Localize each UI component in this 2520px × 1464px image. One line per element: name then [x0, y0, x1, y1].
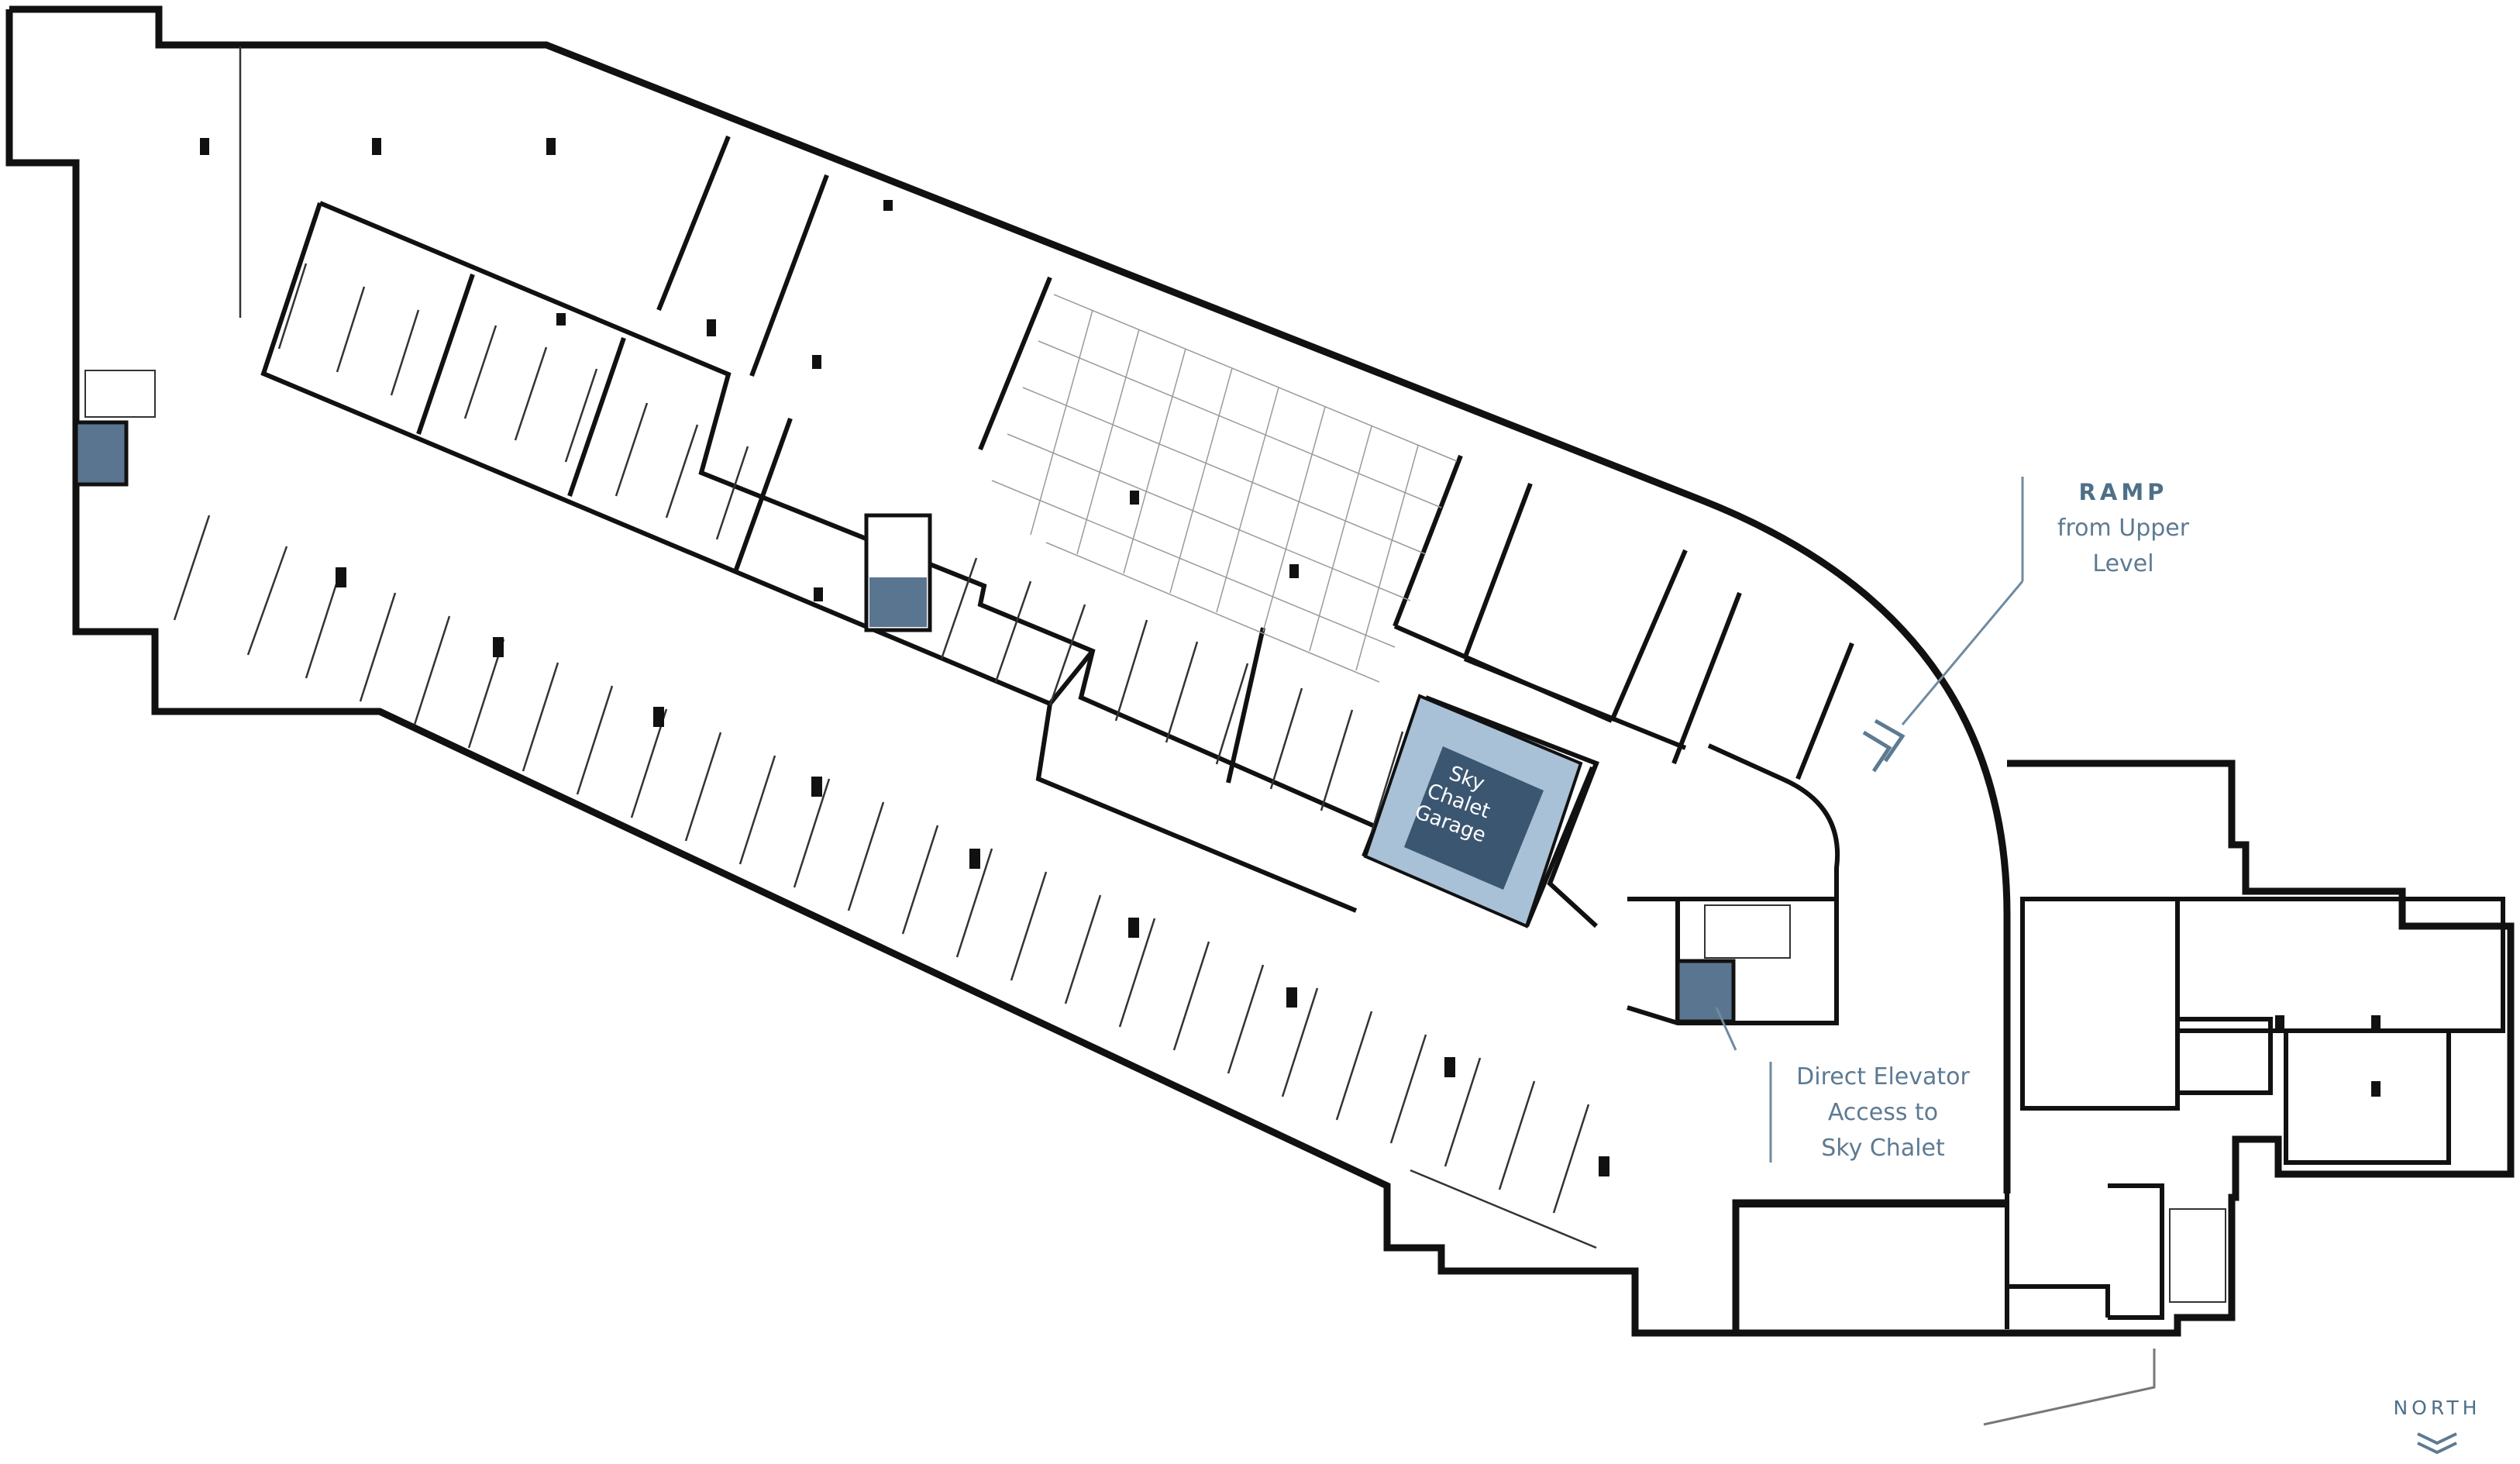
- bay-divider-4: [1393, 454, 1463, 628]
- east-lobby-wall: [1547, 762, 1599, 928]
- central-elevator: [869, 577, 927, 627]
- garage-inner: [1404, 746, 1544, 890]
- storage-locker-grid: [991, 294, 1458, 683]
- east-room-a: [2020, 897, 2180, 1111]
- elevator-lobby-wall: [1627, 897, 1839, 1025]
- interior-walls: [260, 135, 2505, 1329]
- structural-columns: [200, 138, 2381, 1176]
- north-wall: [9, 5, 2011, 1194]
- storage-divider-1: [416, 274, 475, 435]
- elevator-label-line2: Access to: [1827, 1099, 1939, 1126]
- west-storage-lower-wall: [260, 202, 1052, 706]
- west-elevator: [74, 420, 129, 487]
- north-storage-row-wall: [318, 201, 1427, 851]
- bay-divider-5: [1462, 482, 1533, 660]
- mid-storage-block-wall: [1035, 649, 1358, 913]
- ramp-subtitle-line1: from Upper: [2057, 515, 2190, 542]
- leader-lines: [1715, 477, 2024, 1163]
- east-wing-wall: [1736, 760, 2515, 1337]
- east-room-c: [2284, 1031, 2451, 1165]
- bay-back-wall-2: [1463, 656, 1687, 750]
- ramp-curb-wall: [1707, 743, 1840, 899]
- southeast-stair: [2169, 1208, 2226, 1303]
- elevator-shafts: [74, 370, 2226, 1303]
- mid-storage-divider-3: [1524, 766, 1595, 928]
- east-room-b: [2177, 897, 2505, 1033]
- sky-chalet-garage: [1363, 694, 1583, 928]
- bay-divider-2: [749, 174, 829, 377]
- ramp-title: RAMP: [2078, 479, 2168, 505]
- bay-divider-6: [1609, 549, 1688, 722]
- storage-divider-3: [734, 417, 793, 571]
- elevator-label-line3: Sky Chalet: [1821, 1135, 1945, 1162]
- south-corridor-wall: [2007, 1284, 2110, 1318]
- ramp-leader-diagonal: [1901, 580, 2024, 725]
- west-stair: [84, 370, 156, 418]
- east-stair-room: [2108, 1183, 2164, 1320]
- north-label: NORTH: [2393, 1397, 2481, 1419]
- bay-divider-8: [1795, 642, 1854, 780]
- elevator-label-line1: Direct Elevator: [1796, 1063, 1970, 1090]
- mid-storage-divider-1: [1226, 627, 1265, 784]
- storage-divider-2: [567, 337, 626, 497]
- elevator-leader-diagonal: [1715, 1007, 1737, 1051]
- south-service-room: [1736, 1203, 2009, 1329]
- bay-divider-3: [978, 276, 1052, 451]
- bay-divider-7: [1671, 591, 1742, 765]
- parking-stall-lines: [173, 47, 1597, 1249]
- exterior-walls: [5, 5, 2515, 1337]
- north-chevron-icon: [2417, 1432, 2457, 1455]
- east-stair: [1704, 904, 1791, 959]
- east-room-d: [2177, 1017, 2273, 1095]
- south-wall: [5, 9, 2007, 1337]
- ramp-arrow-icon: [1862, 718, 1905, 773]
- driveway-edge: [1983, 1349, 2156, 1426]
- sky-chalet-elevator: [1675, 959, 1736, 1024]
- ramp-subtitle-line2: Level: [2092, 550, 2154, 577]
- bay-divider-1: [656, 135, 731, 312]
